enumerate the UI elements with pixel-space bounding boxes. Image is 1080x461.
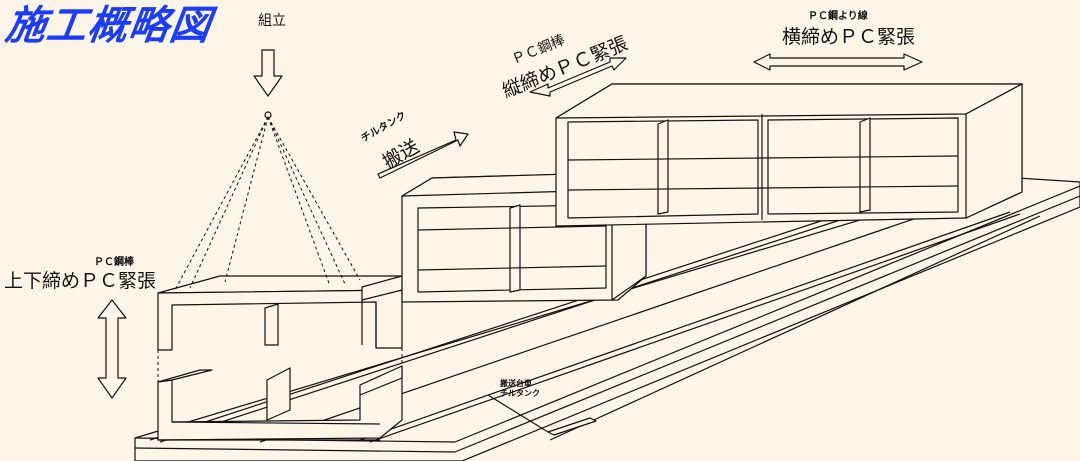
assembly-label: 組立: [258, 13, 286, 29]
right-box: [555, 83, 1023, 227]
vertical-pc-tension-label: 上下締めＰＣ緊張: [4, 270, 157, 292]
left-box-upper: [157, 275, 403, 351]
sling-lines: [157, 116, 403, 382]
transverse-pc-tension-label: 横締めＰＣ緊張: [782, 26, 916, 48]
transport-cart-tank-label: チルタンク: [500, 389, 540, 398]
crane-hook: [264, 111, 272, 119]
transport-cart: [487, 394, 597, 436]
left-box-lower: [157, 365, 403, 441]
transverse-pc-strand-label: ＰＣ鋼より線: [808, 11, 868, 22]
vertical-pc-bar-label: ＰＣ鋼棒: [94, 257, 134, 268]
arrows: [97, 49, 923, 399]
transport-cart-label: 搬送台車: [500, 379, 532, 388]
diagram-title: 施工概略図: [2, 3, 215, 49]
